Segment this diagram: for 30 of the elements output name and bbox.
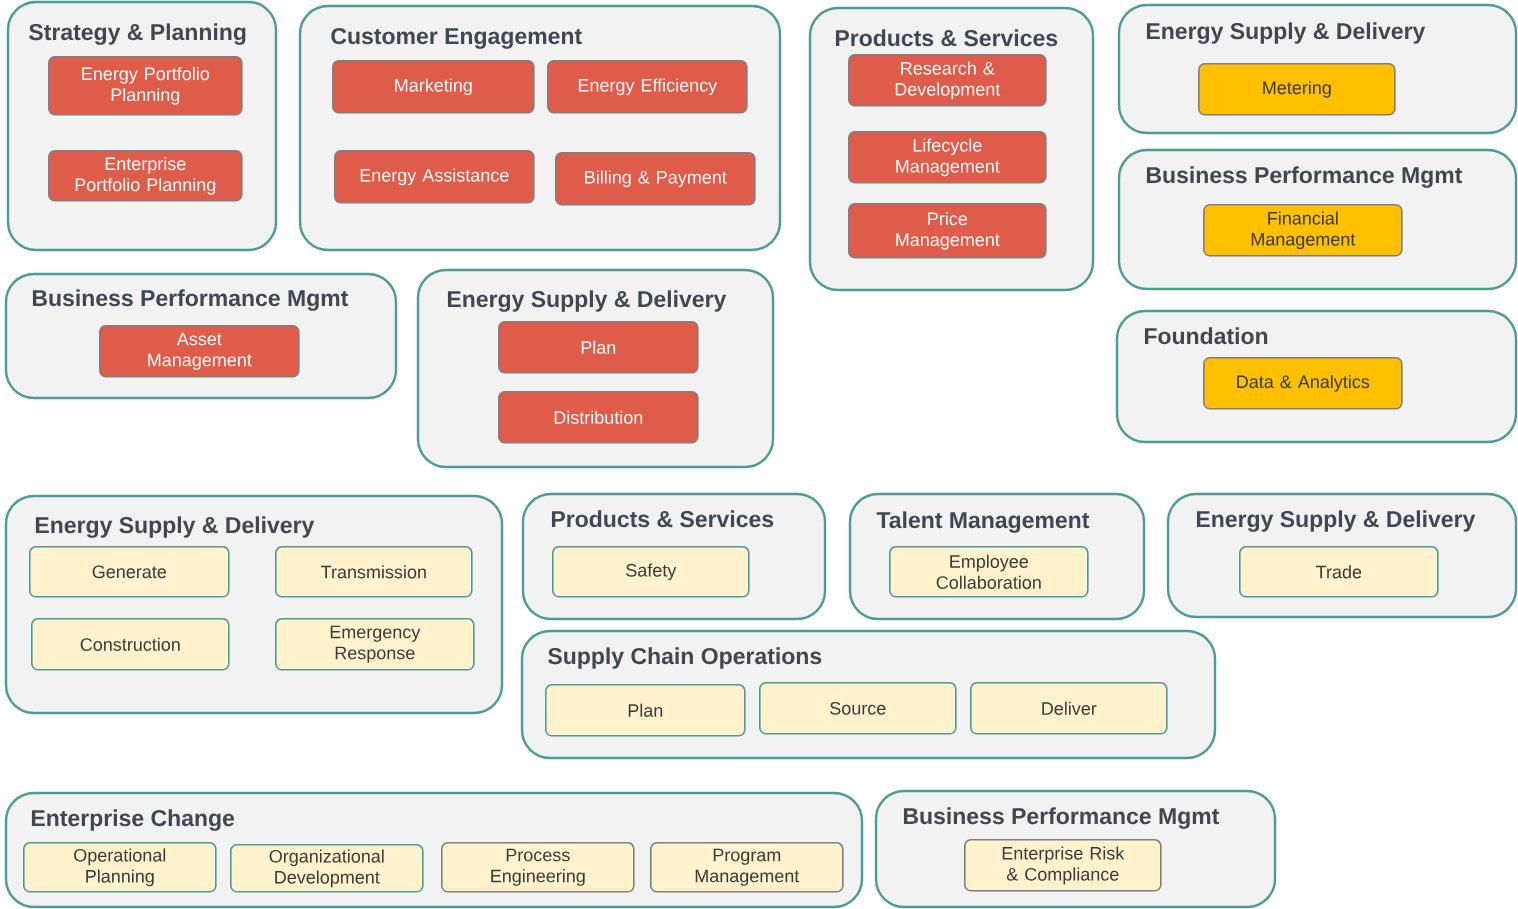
capability-box: Source <box>759 682 957 735</box>
capability-box: Program Management <box>650 842 844 893</box>
capability-box: Research & Development <box>848 54 1047 107</box>
capability-box: Data & Analytics <box>1203 357 1403 410</box>
capability-box: Billing & Payment <box>555 152 756 206</box>
capability-box: Plan <box>545 684 746 737</box>
capability-box: Construction <box>31 618 230 671</box>
capability-box: Metering <box>1198 63 1396 116</box>
capability-box: Distribution <box>498 391 699 444</box>
capability-box: Operational Planning <box>23 842 217 893</box>
capability-box: Energy Efficiency <box>547 60 748 114</box>
capability-box: Enterprise Portfolio Planning <box>48 150 243 202</box>
capability-box: Generate <box>29 546 230 598</box>
capability-box: Energy Assistance <box>334 150 535 204</box>
capability-box: Deliver <box>970 682 1168 735</box>
capability-box: Transmission <box>275 546 473 598</box>
capability-box: Enterprise Risk & Compliance <box>964 839 1162 892</box>
capability-box: Lifecycle Management <box>848 131 1047 184</box>
capability-box: Trade <box>1239 546 1439 598</box>
capability-box: Energy Portfolio Planning <box>48 56 243 116</box>
capability-box: Asset Management <box>99 325 300 378</box>
capability-box: Marketing <box>332 60 535 114</box>
capability-box: Safety <box>552 546 750 598</box>
capability-box: Organizational Development <box>230 844 424 893</box>
capability-box: Plan <box>498 321 699 374</box>
capability-box: Process Engineering <box>441 842 635 893</box>
capability-box: Emergency Response <box>275 618 475 671</box>
capability-box: Financial Management <box>1203 204 1403 257</box>
capability-box: Price Management <box>848 203 1047 259</box>
capability-box: Employee Collaboration <box>889 546 1089 598</box>
